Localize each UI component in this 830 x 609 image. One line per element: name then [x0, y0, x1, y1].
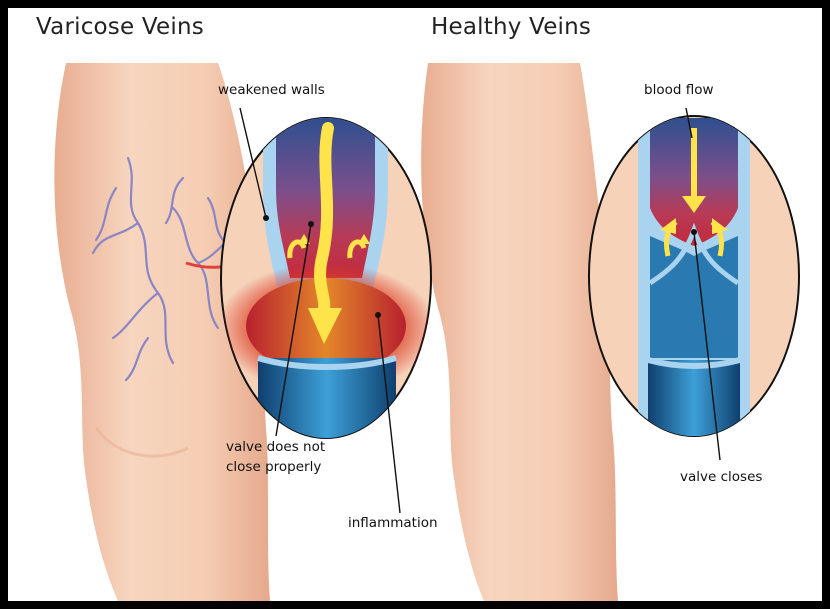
label-blood-flow: blood flow	[644, 81, 714, 100]
diagram-frame: Varicose Veins Healthy Veins weakened wa…	[8, 8, 822, 601]
label-valve-does-not-close-line1: valve does not	[226, 438, 325, 457]
title-varicose-veins: Varicose Veins	[36, 14, 204, 40]
label-valve-does-not-close-line2: close properly	[226, 458, 321, 477]
healthy-leg	[421, 63, 618, 601]
label-inflammation: inflammation	[348, 514, 438, 533]
label-weakened-walls: weakened walls	[218, 81, 325, 100]
label-valve-closes: valve closes	[680, 468, 762, 487]
title-healthy-veins: Healthy Veins	[431, 14, 591, 40]
healthy-vein-inset	[589, 116, 799, 448]
